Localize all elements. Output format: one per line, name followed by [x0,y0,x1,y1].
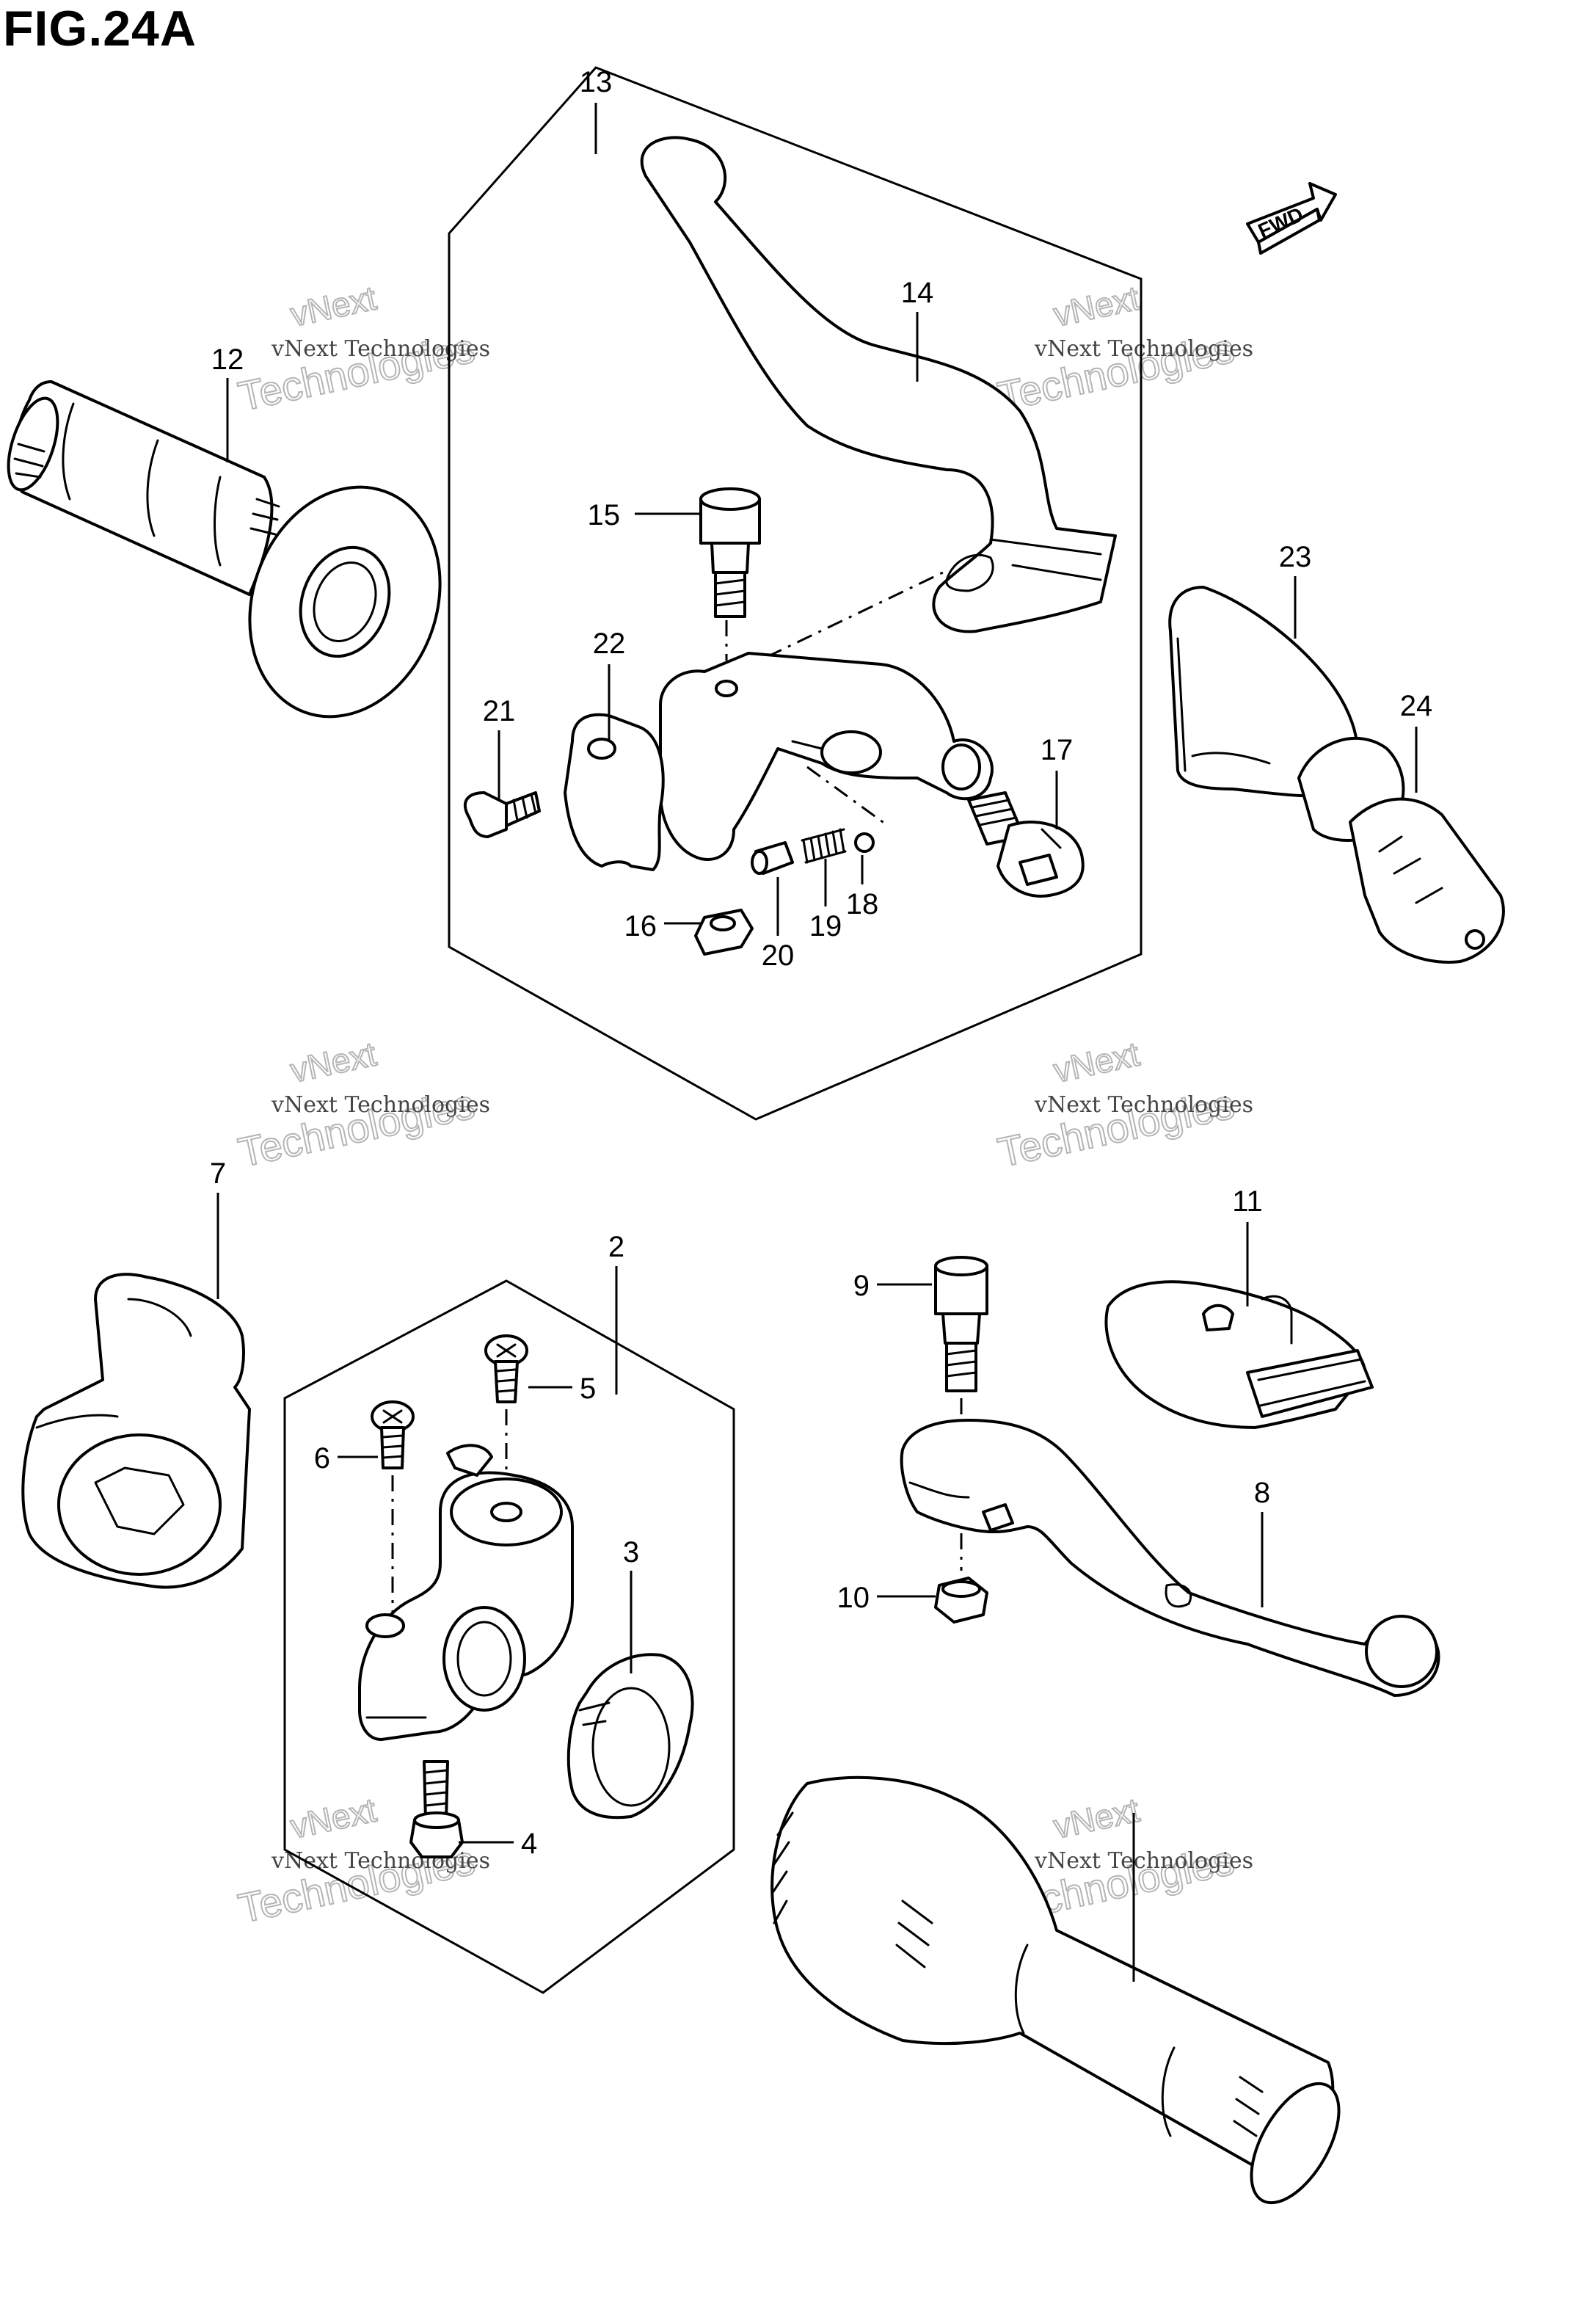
nut-16 [694,909,754,956]
callout-14: 14 [901,277,934,309]
callout-2: 2 [608,1231,624,1263]
callout-15: 15 [588,499,621,531]
right-grip [770,1775,1341,2205]
watermark-top-word: vNext [1050,1790,1143,1845]
watermark-line: vNext Technologies [271,336,490,362]
watermark-top-word: vNext [287,1790,379,1845]
nut-10 [934,1577,988,1624]
clamp-ring-3 [566,1653,694,1820]
ball-18 [854,832,875,853]
callout-9: 9 [853,1270,870,1302]
callout-7: 7 [210,1157,226,1190]
watermark-line: vNext Technologies [1034,336,1253,362]
assembly-line [766,571,944,658]
clutch-lever-14 [640,136,1117,633]
callout-8: 8 [1254,1477,1270,1509]
watermark-2: vNext Technologies vNext Technologies [993,277,1253,420]
callout-20: 20 [762,939,795,972]
screw-6 [371,1400,415,1469]
left-grip-12 [7,380,442,719]
callout-3: 3 [623,1536,639,1568]
callout-10: 10 [837,1582,870,1614]
pivot-bolt-15 [699,487,761,618]
callout-17: 17 [1041,734,1074,766]
watermark-top-word: vNext [287,1034,379,1089]
spring-19 [801,828,847,864]
lever-holder-22 [659,652,994,861]
adjuster-20 [751,841,794,875]
callout-22: 22 [593,628,626,660]
callout-13: 13 [580,66,613,98]
brake-lever-8 [900,1419,1440,1697]
callout-6: 6 [314,1442,330,1475]
cable-adjuster-17 [967,791,1085,898]
watermark-line: vNext Technologies [271,1092,490,1118]
watermark-5: vNext Technologies vNext Technologies [233,1789,490,1932]
lever-bracket-2 [358,1444,574,1741]
screw-5 [484,1334,528,1403]
bolt-4 [409,1760,464,1858]
callout-19: 19 [809,910,842,942]
assembly-box-2 [283,1279,735,1994]
callout-11: 11 [1232,1185,1263,1218]
watermark-top-word: vNext [1050,1034,1143,1089]
watermark-top-word: vNext [287,278,379,333]
lever-clamp [564,713,665,871]
watermark-4: vNext Technologies vNext Technologies [993,1033,1253,1176]
figure-title: FIG.24A [3,1,197,57]
callout-4: 4 [521,1828,537,1860]
watermark-line: vNext Technologies [1034,1848,1253,1874]
pivot-bolt-9 [934,1256,988,1392]
callout-16: 16 [624,910,657,942]
callout-23: 23 [1279,541,1312,573]
callout-21: 21 [483,695,516,727]
leader-lines [216,103,1418,1982]
switch-housing-7 [21,1273,251,1589]
callout-24: 24 [1400,690,1433,722]
fwd-arrow-icon: FWD [1246,182,1337,255]
watermark-line: vNext Technologies [1034,1092,1253,1118]
screw-21 [464,791,541,838]
watermark-1: vNext Technologies vNext Technologies [233,277,490,420]
watermark-top-word: vNext [1050,278,1143,333]
watermark-3: vNext Technologies vNext Technologies [233,1033,490,1176]
assembly-line [806,766,889,827]
callout-5: 5 [580,1373,596,1405]
lever-boot-11 [1104,1280,1374,1429]
assembly-box-13 [448,66,1143,1121]
cable-adjuster-24 [1297,736,1505,964]
callout-18: 18 [846,888,879,920]
callout-12: 12 [211,343,244,376]
callout-labels: 13 14 15 22 21 17 18 19 20 16 12 23 24 7… [210,66,1432,1860]
